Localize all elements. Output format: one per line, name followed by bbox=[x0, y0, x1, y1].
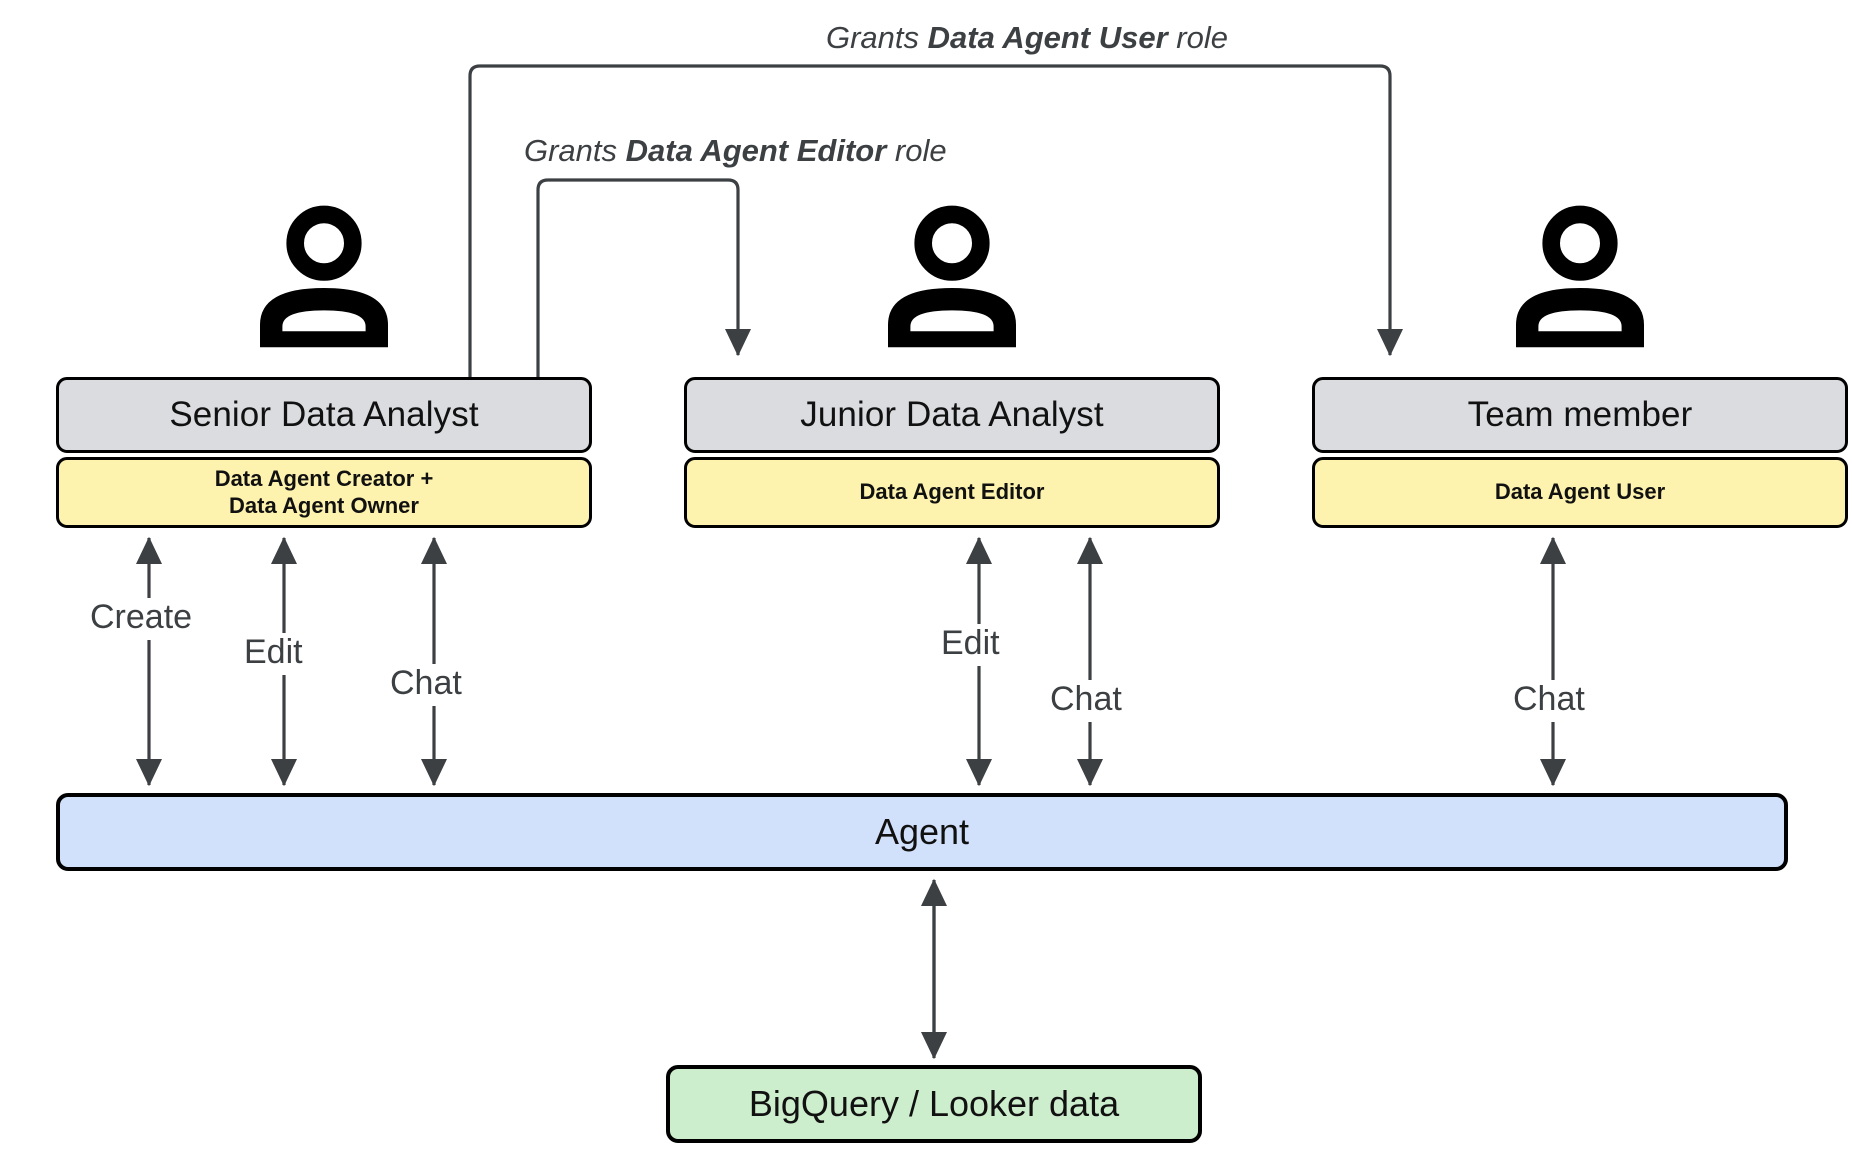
role-card-junior[interactable]: Junior Data Analyst Data Agent Editor bbox=[684, 377, 1220, 528]
grant-prefix-user: Grants bbox=[826, 20, 928, 55]
person-icon bbox=[1516, 205, 1644, 348]
role-line-1-junior: Data Agent Editor bbox=[859, 479, 1045, 505]
data-source-box[interactable]: BigQuery / Looker data bbox=[666, 1065, 1202, 1143]
flow-label-senior-create: Create bbox=[86, 598, 197, 637]
persona-title-junior: Junior Data Analyst bbox=[684, 377, 1220, 453]
grant-role-editor: Data Agent Editor bbox=[625, 133, 887, 168]
grant-prefix-editor: Grants bbox=[524, 133, 626, 168]
person-icon bbox=[260, 205, 388, 348]
grant-suffix-editor: role bbox=[886, 133, 947, 168]
role-line-1-team: Data Agent User bbox=[1494, 479, 1666, 505]
persona-title-senior: Senior Data Analyst bbox=[56, 377, 592, 453]
role-card-senior[interactable]: Senior Data Analyst Data Agent Creator +… bbox=[56, 377, 592, 528]
agent-box[interactable]: Agent bbox=[56, 793, 1788, 871]
persona-role-senior: Data Agent Creator + Data Agent Owner bbox=[56, 457, 592, 528]
flow-label-junior-edit: Edit bbox=[937, 624, 1004, 663]
flow-label-team-chat: Chat bbox=[1509, 680, 1589, 719]
agent-label: Agent bbox=[874, 811, 970, 852]
persona-role-team: Data Agent User bbox=[1312, 457, 1848, 528]
persona-title-team: Team member bbox=[1312, 377, 1848, 453]
data-source-label: BigQuery / Looker data bbox=[748, 1083, 1120, 1124]
role-line-2-senior: Data Agent Owner bbox=[229, 492, 419, 518]
grant-role-user: Data Agent User bbox=[927, 20, 1168, 55]
persona-role-junior: Data Agent Editor bbox=[684, 457, 1220, 528]
grant-label-data-agent-user: Grants Data Agent User role bbox=[826, 20, 1228, 56]
flow-label-senior-chat: Chat bbox=[386, 664, 466, 703]
person-icon bbox=[888, 205, 1016, 348]
flow-label-junior-chat: Chat bbox=[1046, 680, 1126, 719]
role-card-team[interactable]: Team member Data Agent User bbox=[1312, 377, 1848, 528]
flow-label-senior-edit: Edit bbox=[240, 633, 307, 672]
role-line-1-senior: Data Agent Creator + bbox=[214, 465, 434, 491]
grant-suffix-user: role bbox=[1167, 20, 1228, 55]
grant-label-data-agent-editor: Grants Data Agent Editor role bbox=[524, 133, 947, 169]
